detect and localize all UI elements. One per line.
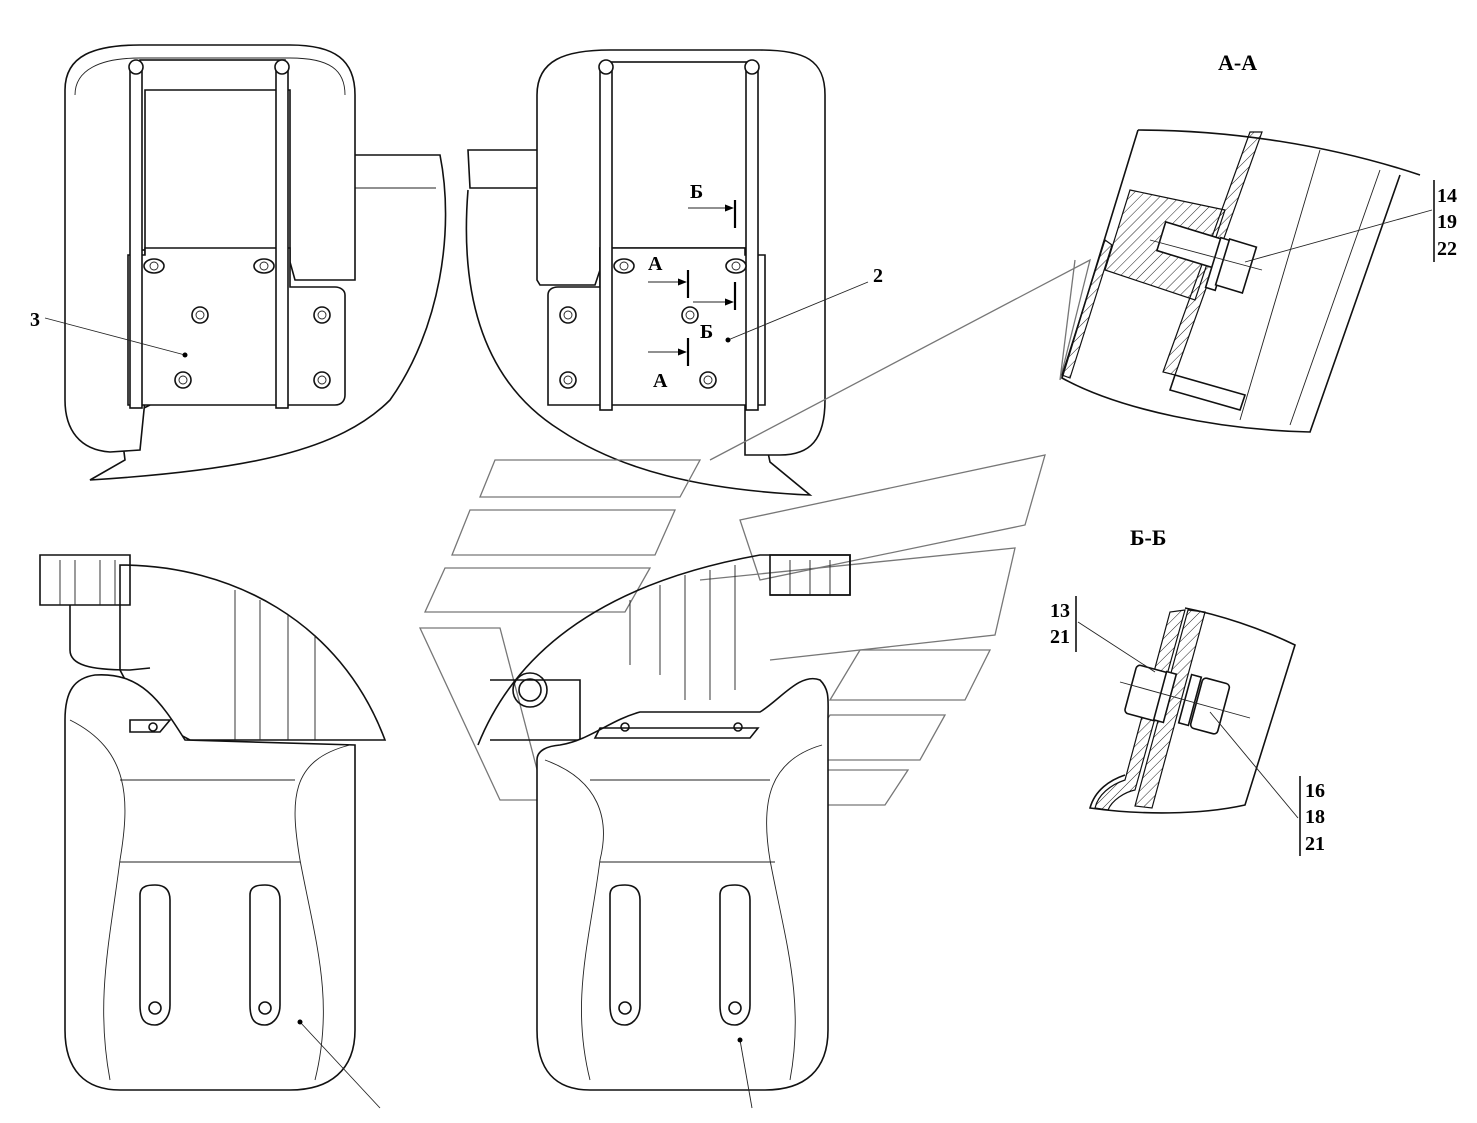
top-middle-mirror-view: Б А А Б 2 xyxy=(465,49,883,496)
plate-bolts-b xyxy=(559,258,747,389)
cut-mark-b-mid: Б xyxy=(700,321,713,343)
leader-bottom-left xyxy=(299,1021,381,1109)
right-rod-cap xyxy=(274,59,290,75)
bb-part-18: 18 xyxy=(1305,806,1325,828)
housing-inner-line xyxy=(74,57,346,96)
mirror-glass-housing xyxy=(64,674,356,1091)
section-bb-boundary xyxy=(1088,607,1296,814)
arm-curve xyxy=(465,189,813,496)
aa-part-19: 19 xyxy=(1437,211,1457,233)
leader-bottom-middle xyxy=(739,1039,753,1109)
left-rod-b xyxy=(599,67,613,411)
arm-stub xyxy=(467,149,541,189)
mirror-arm-outline xyxy=(89,154,447,481)
bb-bolt xyxy=(1119,664,1251,735)
section-bb-title: Б-Б xyxy=(1130,525,1166,550)
adjust-slots-b xyxy=(609,884,751,1026)
cut-mark-b-top: Б xyxy=(690,181,703,203)
section-b-b: Б-Б 13 21 16 18 21 xyxy=(1050,525,1325,856)
back-shell-outline xyxy=(477,554,851,746)
top-left-mirror-view: 3 xyxy=(30,44,447,481)
leader-3 xyxy=(44,317,186,356)
section-aa-boundary xyxy=(1061,129,1401,433)
bb-part-13: 13 xyxy=(1050,600,1070,622)
bb-part-21-lower: 21 xyxy=(1305,833,1325,855)
right-rod xyxy=(275,67,289,409)
aa-part-22: 22 xyxy=(1437,238,1457,260)
clamp-block xyxy=(39,554,131,606)
callout-3: 3 xyxy=(30,309,40,331)
mirror-glass-housing-b xyxy=(536,677,829,1091)
adjust-slots xyxy=(139,884,281,1026)
bb-part-16: 16 xyxy=(1305,780,1325,802)
aa-leader xyxy=(1244,209,1433,263)
bb-part-21-upper: 21 xyxy=(1050,626,1070,648)
bb-leader-upper xyxy=(1077,621,1156,673)
bottom-middle-mirror-view xyxy=(477,554,851,1109)
section-aa-title: А-А xyxy=(1218,50,1257,75)
plate-bolts xyxy=(143,258,331,389)
leader-2 xyxy=(727,281,869,341)
bb-plate-hatch xyxy=(1134,609,1206,809)
aa-part-14: 14 xyxy=(1437,185,1457,207)
section-a-a: А-А 14 19 22 xyxy=(1061,50,1457,433)
callout-2: 2 xyxy=(873,265,883,287)
aa-bolt xyxy=(1149,220,1263,295)
left-rod-cap xyxy=(128,59,144,75)
bb-leader-lower xyxy=(1209,711,1299,819)
cut-mark-a-top: А xyxy=(648,253,663,275)
left-rod xyxy=(129,67,143,409)
bracket-plate xyxy=(127,247,346,406)
bottom-left-mirror-view xyxy=(39,554,387,1109)
cut-mark-a-bottom: А xyxy=(653,370,668,392)
right-rod-b xyxy=(745,67,759,411)
